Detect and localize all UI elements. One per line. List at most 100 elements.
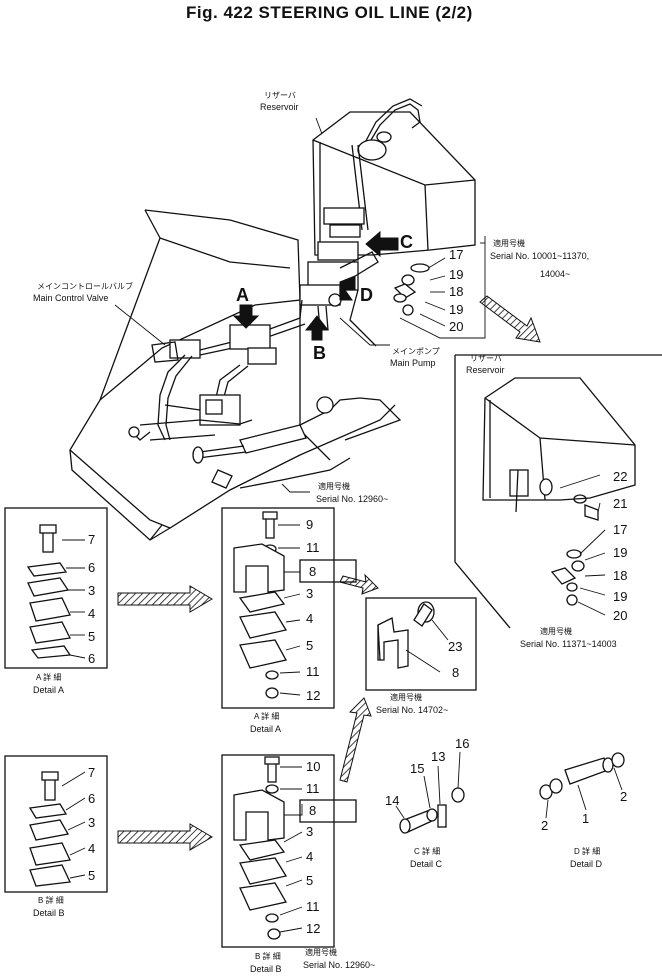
part-num-br-23: 23 <box>448 639 463 654</box>
part-num-al-3: 3 <box>88 583 96 598</box>
reservoir-jp-label: リザーバ <box>264 91 296 100</box>
part-num-am-3: 3 <box>306 586 314 601</box>
part-num-bm-11a: 11 <box>306 781 320 796</box>
part-num-c-20: 20 <box>449 319 464 334</box>
part-num-dc-16: 16 <box>455 736 470 751</box>
part-num-am-8: 8 <box>309 564 317 579</box>
main-control-valve-label: Main Control Valve <box>33 293 109 303</box>
applicable-label-r: 適用号機 <box>540 627 572 636</box>
part-num-am-12: 12 <box>306 688 321 703</box>
part-num-dd-1: 1 <box>582 811 590 826</box>
part-num-bm-4: 4 <box>306 849 314 864</box>
detail-b-left-label: Detail B <box>33 908 65 918</box>
detail-c-jp: C 詳 細 <box>414 847 441 856</box>
detail-b-left-jp: B 詳 細 <box>38 896 64 905</box>
detail-b-mid-label: Detail B <box>250 964 282 974</box>
main-control-valve-jp-label: メインコントロールバルブ <box>37 282 133 291</box>
part-num-r-19a: 19 <box>613 545 628 560</box>
part-num-am-4: 4 <box>306 611 314 626</box>
detail-a-left-label: Detail A <box>33 685 65 695</box>
machine-frame <box>69 209 402 541</box>
leader-lines <box>114 117 486 493</box>
applicable-label-main: 適用号機 <box>318 482 350 491</box>
part-num-c-19a: 19 <box>449 267 464 282</box>
serial-c-label: Serial No. 10001~11370, <box>490 251 590 261</box>
part-num-dc-14: 14 <box>385 793 400 808</box>
part-num-al-7: 7 <box>88 532 96 547</box>
part-num-al-5: 5 <box>88 629 96 644</box>
reservoir2-jp-label: リザーバ <box>470 354 502 363</box>
reservoir-label: Reservoir <box>260 102 299 112</box>
reservoir-tank-main <box>312 98 476 261</box>
part-num-r-22: 22 <box>613 469 628 484</box>
part-num-bm-12: 12 <box>306 921 321 936</box>
detail-d-jp: D 詳 細 <box>574 847 601 856</box>
detail-a-left-jp: A 詳 細 <box>36 673 62 682</box>
part-num-c-17: 17 <box>449 247 464 262</box>
part-num-al-6a: 6 <box>88 560 96 575</box>
part-num-bl-6: 6 <box>88 791 96 806</box>
detail-d-label: Detail D <box>570 859 603 869</box>
part-num-r-18: 18 <box>613 568 628 583</box>
main-pump-jp-label: メインポンプ <box>392 347 440 356</box>
main-pump-label: Main Pump <box>390 358 436 368</box>
part-num-r-19b: 19 <box>613 589 628 604</box>
part-num-am-5: 5 <box>306 638 314 653</box>
part-num-al-4: 4 <box>88 606 96 621</box>
applicable-label-c: 適用号機 <box>493 239 525 248</box>
view-letter-a: A <box>236 285 249 305</box>
part-num-dd-2a: 2 <box>541 818 549 833</box>
part-num-bm-8: 8 <box>309 803 317 818</box>
main-control-valve <box>151 299 306 365</box>
applicable-label-br: 適用号機 <box>390 693 422 702</box>
detail-a-left-box <box>4 507 108 669</box>
part-num-bm-10: 10 <box>306 759 321 774</box>
part-num-bl-7: 7 <box>88 765 96 780</box>
detail-b-mid-box <box>221 754 357 948</box>
part-num-dc-13: 13 <box>431 749 446 764</box>
reservoir2-label: Reservoir <box>466 365 505 375</box>
hoses-and-cylinder <box>128 354 361 464</box>
serial-r-label: Serial No. 11371~14003 <box>520 639 617 649</box>
hatched-arrows <box>117 295 541 851</box>
detail-a-mid-jp: A 詳 細 <box>254 712 280 721</box>
serial-main-label: Serial No. 12960~ <box>316 494 389 504</box>
detail-c-label: Detail C <box>410 859 443 869</box>
part-num-r-20: 20 <box>613 608 628 623</box>
detail-c-parts <box>395 751 465 834</box>
part-num-bl-5: 5 <box>88 868 96 883</box>
part-num-c-18: 18 <box>449 284 464 299</box>
detail-d-parts <box>539 752 625 819</box>
reservoir-detail-box <box>454 354 662 629</box>
detail-b-mid-jp: B 詳 細 <box>255 952 281 961</box>
detail-a-mid-box <box>221 507 357 709</box>
figure-title: Fig. 422 STEERING OIL LINE (2/2) <box>186 3 473 22</box>
view-letter-d: D <box>360 285 373 305</box>
detail-b-left-box <box>4 755 108 893</box>
part-num-al-6b: 6 <box>88 651 96 666</box>
bracket-detail-box <box>365 597 477 691</box>
part-num-am-9: 9 <box>306 517 314 532</box>
part-num-br-8: 8 <box>452 665 460 680</box>
part-num-bm-3: 3 <box>306 824 314 839</box>
serial-b-label: Serial No. 12960~ <box>303 960 376 970</box>
part-num-dc-15: 15 <box>410 761 425 776</box>
view-letter-c: C <box>400 232 413 252</box>
serial-c-label-2: 14004~ <box>540 269 571 279</box>
part-num-am-11b: 11 <box>306 664 320 679</box>
part-num-bl-3: 3 <box>88 815 96 830</box>
c-fitting-parts <box>393 263 430 316</box>
view-letter-b: B <box>313 343 326 363</box>
part-num-dd-2b: 2 <box>620 789 628 804</box>
applicable-label-b: 適用号機 <box>305 948 337 957</box>
part-num-am-11a: 11 <box>306 540 320 555</box>
part-num-bl-4: 4 <box>88 841 96 856</box>
view-arrows <box>232 230 399 341</box>
detail-a-mid-label: Detail A <box>250 724 282 734</box>
part-num-r-17: 17 <box>613 522 628 537</box>
part-num-c-19b: 19 <box>449 302 464 317</box>
part-num-r-21: 21 <box>613 496 628 511</box>
serial-br-label: Serial No. 14702~ <box>376 705 449 715</box>
